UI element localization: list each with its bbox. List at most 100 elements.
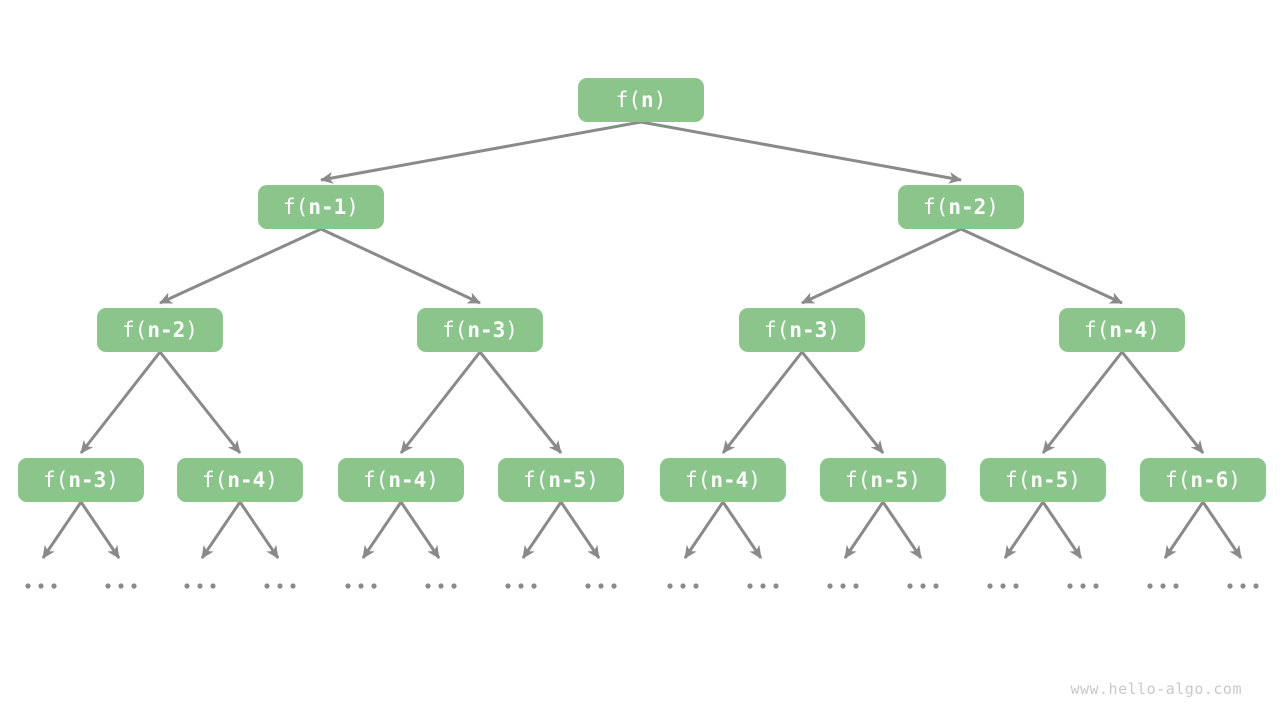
tree-edge-arrow <box>320 120 642 184</box>
tree-edge-arrow <box>200 501 242 559</box>
tree-node: f(n-4) <box>338 458 464 502</box>
ellipsis-dot <box>1147 583 1153 589</box>
ellipsis-dot <box>118 583 124 589</box>
tree-edge-arrow <box>158 351 242 454</box>
tree-edge-arrow <box>79 501 121 559</box>
ellipsis <box>747 583 779 589</box>
ellipsis <box>1067 583 1099 589</box>
node-label-prefix: f( <box>442 318 468 342</box>
ellipsis-dot <box>693 583 699 589</box>
tree-edge-arrow <box>79 351 162 454</box>
tree-node: f(n-5) <box>820 458 946 502</box>
node-label-suffix: ) <box>426 468 439 492</box>
ellipsis-dot <box>531 583 537 589</box>
tree-node: f(n-4) <box>660 458 786 502</box>
node-label-prefix: f( <box>43 468 69 492</box>
tree-node: f(n-3) <box>18 458 144 502</box>
ellipsis-dot <box>747 583 753 589</box>
tree-edge-arrow <box>41 501 83 559</box>
tree-edge-arrow <box>1041 501 1083 559</box>
ellipsis-dot <box>1240 583 1246 589</box>
node-label-suffix: ) <box>986 195 999 219</box>
ellipsis-dot <box>51 583 57 589</box>
watermark: www.hello-algo.com <box>1070 680 1242 698</box>
ellipsis-dot <box>907 583 913 589</box>
ellipsis-dot <box>680 583 686 589</box>
tree-node: f(n-1) <box>258 185 384 229</box>
node-label-prefix: f( <box>1005 468 1031 492</box>
ellipsis <box>425 583 457 589</box>
ellipsis <box>25 583 57 589</box>
node-label-argument: n-5 <box>870 468 909 492</box>
tree-edge-arrow <box>320 227 481 305</box>
ellipsis-dot <box>933 583 939 589</box>
ellipsis-dot <box>1160 583 1166 589</box>
node-label-prefix: f( <box>283 195 309 219</box>
ellipsis-dot <box>197 583 203 589</box>
tree-node: f(n-5) <box>498 458 624 502</box>
ellipsis-dot <box>184 583 190 589</box>
tree-edge-arrow <box>399 351 482 454</box>
node-label-argument: n-3 <box>68 468 107 492</box>
tree-edge-arrow <box>521 501 563 559</box>
node-label-prefix: f( <box>1165 468 1191 492</box>
node-label-prefix: f( <box>122 318 148 342</box>
ellipsis-dot <box>38 583 44 589</box>
tree-node: f(n-5) <box>980 458 1106 502</box>
ellipsis-dot <box>840 583 846 589</box>
ellipsis-dot <box>1093 583 1099 589</box>
tree-edge-arrow <box>478 351 563 454</box>
ellipsis-dot <box>505 583 511 589</box>
tree-edge-arrow <box>1120 351 1205 454</box>
ellipsis-dot <box>105 583 111 589</box>
tree-edge-arrow <box>1041 351 1124 454</box>
node-label-argument: n-4 <box>710 468 749 492</box>
ellipsis <box>667 583 699 589</box>
node-label-prefix: f( <box>764 318 790 342</box>
ellipsis-dot <box>277 583 283 589</box>
ellipsis-dot <box>1080 583 1086 589</box>
ellipsis-dot <box>773 583 779 589</box>
node-label-suffix: ) <box>346 195 359 219</box>
ellipsis-dot <box>667 583 673 589</box>
ellipsis-dot <box>290 583 296 589</box>
ellipsis-dot <box>1227 583 1233 589</box>
ellipsis-dot <box>760 583 766 589</box>
tree-node: f(n-2) <box>97 308 223 352</box>
ellipsis-dot <box>987 583 993 589</box>
node-label-suffix: ) <box>748 468 761 492</box>
tree-edge-arrow <box>159 227 322 305</box>
node-label-argument: n-5 <box>1030 468 1069 492</box>
ellipsis-dot <box>1013 583 1019 589</box>
ellipsis <box>987 583 1019 589</box>
ellipsis-dot <box>598 583 604 589</box>
node-label-prefix: f( <box>923 195 949 219</box>
node-label-argument: n-6 <box>1190 468 1229 492</box>
node-label-suffix: ) <box>653 88 667 112</box>
node-label-argument: n-4 <box>227 468 266 492</box>
node-label-prefix: f( <box>615 88 641 112</box>
node-label-prefix: f( <box>523 468 549 492</box>
ellipsis-dot <box>25 583 31 589</box>
ellipsis <box>505 583 537 589</box>
ellipsis-dot <box>827 583 833 589</box>
node-label-prefix: f( <box>685 468 711 492</box>
tree-edge-arrow <box>1003 501 1045 559</box>
tree-edge-arrow <box>881 501 923 559</box>
tree-node: f(n-4) <box>1059 308 1185 352</box>
node-label-suffix: ) <box>1068 468 1081 492</box>
tree-node: f(n) <box>578 78 704 122</box>
tree-node: f(n-2) <box>898 185 1024 229</box>
ellipsis <box>345 583 377 589</box>
node-label-prefix: f( <box>202 468 228 492</box>
node-label-argument: n-3 <box>789 318 828 342</box>
node-label-suffix: ) <box>1228 468 1241 492</box>
tree-edge-arrow <box>843 501 885 559</box>
ellipsis-dot <box>1253 583 1259 589</box>
tree-node: f(n-3) <box>417 308 543 352</box>
ellipsis-dot <box>371 583 377 589</box>
ellipsis <box>1147 583 1179 589</box>
node-label-suffix: ) <box>265 468 278 492</box>
